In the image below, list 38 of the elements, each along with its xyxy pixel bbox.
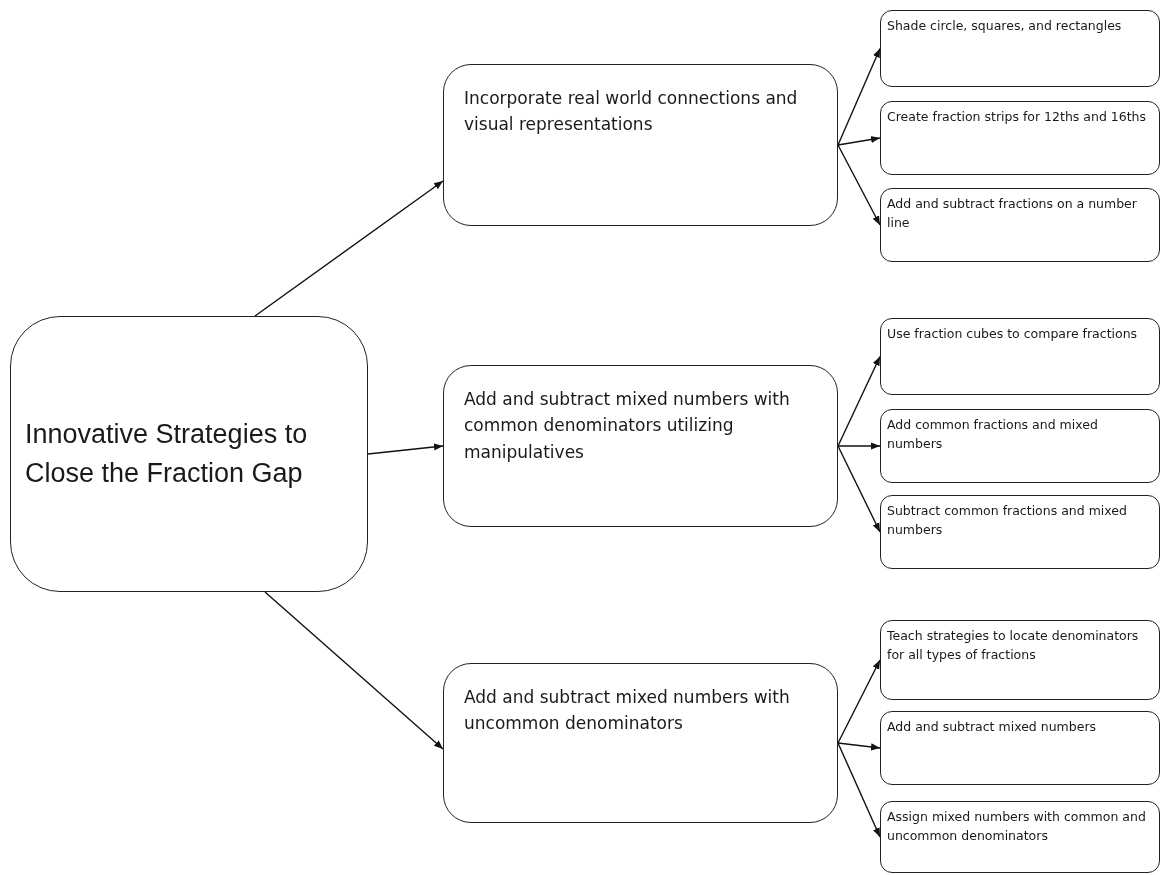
activity-box	[880, 711, 1160, 785]
node-text: Create fraction strips for 12ths and 16ths	[887, 108, 1147, 126]
node-text: Subtract common fractions and mixed numbers	[887, 502, 1128, 539]
arrow	[837, 144, 881, 226]
activity-box	[880, 495, 1160, 569]
arrow	[264, 591, 444, 750]
node-text: Add and subtract mixed numbers	[887, 718, 1097, 736]
arrow	[837, 742, 881, 838]
activity-box	[880, 101, 1160, 175]
node-text: Add and subtract mixed numbers with uncommon denominators	[464, 686, 791, 736]
strategy-box	[443, 365, 838, 527]
node-text: Teach strategies to locate denominators for all types of fractions	[887, 627, 1140, 664]
node-text: Add common fractions and mixed numbers	[887, 416, 1099, 453]
arrow	[837, 742, 881, 751]
arrow	[837, 659, 881, 744]
node-text: Add and subtract fractions on a number line	[887, 195, 1138, 232]
node-text: Innovative Strategies to Close the Fraction Gap	[25, 417, 309, 490]
node-text: Use fraction cubes to compare fractions	[887, 325, 1138, 343]
strategy-box	[443, 663, 838, 823]
node-text: Assign mixed numbers with common and uncommon denominators	[887, 808, 1147, 845]
arrow	[367, 443, 444, 455]
arrow	[837, 355, 881, 447]
arrow	[837, 135, 881, 146]
strategy-box	[443, 64, 838, 226]
arrow	[254, 180, 444, 317]
node-text: Incorporate real world connections and visual representations	[464, 87, 799, 137]
arrow	[837, 47, 881, 146]
arrow	[837, 445, 881, 533]
node-text: Shade circle, squares, and rectangles	[887, 17, 1122, 35]
node-text: Add and subtract mixed numbers with common denominators utilizing manipulatives	[464, 388, 791, 464]
activity-box	[880, 188, 1160, 262]
activity-box	[880, 10, 1160, 87]
arrow	[837, 442, 881, 450]
activity-box	[880, 801, 1160, 873]
activity-box	[880, 620, 1160, 700]
topic-box	[10, 316, 368, 592]
activity-box	[880, 409, 1160, 483]
activity-box	[880, 318, 1160, 395]
